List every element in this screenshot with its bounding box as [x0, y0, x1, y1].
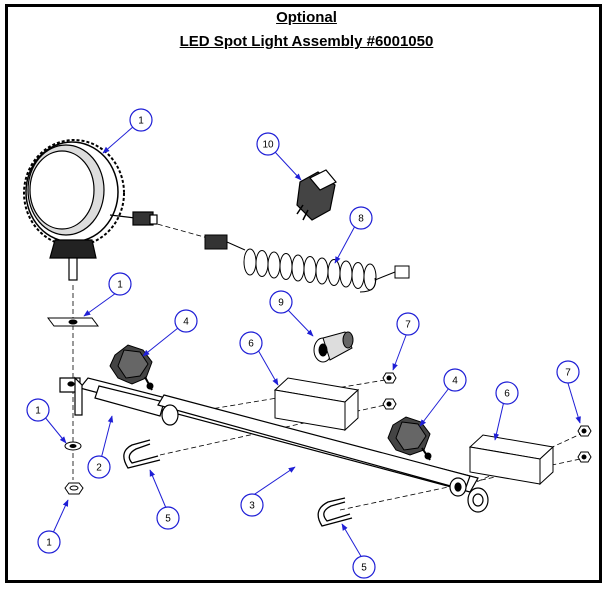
callout-number: 7: [405, 320, 411, 331]
callout-6-block-left: 6: [239, 331, 263, 355]
callout-1-nut: 1: [37, 530, 61, 554]
cord-coil: [351, 262, 365, 289]
callout-number: 5: [361, 563, 367, 574]
leader-lines: [43, 125, 581, 559]
callout-number: 7: [565, 368, 571, 379]
cord-coil: [315, 257, 329, 285]
callout-ring: [174, 309, 198, 333]
callout-7-nuts-right: 7: [556, 360, 580, 384]
cord-coil: [339, 260, 353, 288]
cord-coil: [267, 251, 281, 279]
callout-ring: [349, 206, 373, 230]
callout-number: 9: [278, 298, 284, 309]
led-spot-light: [23, 139, 158, 281]
nuts-left: [382, 372, 397, 410]
cord-coil: [243, 248, 257, 276]
rocker-switch: [296, 169, 337, 221]
callout-ring: [256, 132, 280, 156]
callout-9-gland: 9: [269, 290, 293, 314]
cord-coil: [291, 254, 305, 282]
callout-10-switch: 10: [256, 132, 280, 156]
star-knob-left: [109, 344, 154, 391]
washer: [64, 441, 82, 451]
coiled-cord: [204, 234, 410, 293]
callout-number: 1: [117, 280, 123, 291]
callout-number: 10: [262, 140, 274, 151]
u-bolt-right: [317, 497, 353, 527]
sliding-tube: [94, 385, 471, 497]
callout-ring: [556, 360, 580, 384]
u-bolt-left: [123, 439, 161, 469]
cord-coil: [255, 250, 269, 277]
callout-number: 4: [452, 376, 458, 387]
callout-ring: [108, 272, 132, 296]
callout-number: 1: [46, 538, 52, 549]
callout-8-cord: 8: [349, 206, 373, 230]
callout-number: 4: [183, 317, 189, 328]
callout-4-knob-left: 4: [174, 309, 198, 333]
callout-5-ubolt-left: 5: [156, 506, 180, 530]
callout-2-bar: 2: [87, 455, 111, 479]
callout-number: 8: [358, 214, 364, 225]
callout-1-light: 1: [129, 108, 153, 132]
nuts-right: [577, 425, 592, 463]
cable-gland: [313, 331, 354, 363]
diagram-frame: [5, 4, 602, 583]
callout-number: 1: [138, 116, 144, 127]
callout-6-block-right: 6: [495, 381, 519, 405]
callout-ring: [239, 331, 263, 355]
callout-7-nuts-left: 7: [396, 312, 420, 336]
title-optional: Optional: [276, 9, 337, 26]
callout-ring: [495, 381, 519, 405]
cord-coil: [279, 253, 293, 280]
callouts: 1 10 8 1 9 4 7 6 1 4 6 7 2 3 5 5 1: [26, 108, 580, 579]
callout-number: 1: [35, 406, 41, 417]
callout-ring: [443, 368, 467, 392]
title-assembly: LED Spot Light Assembly #6001050: [179, 33, 434, 50]
callout-ring: [396, 312, 420, 336]
callout-ring: [352, 555, 376, 579]
star-knob-right: [387, 416, 432, 461]
callout-number: 6: [504, 389, 510, 400]
callout-4-knob-right: 4: [443, 368, 467, 392]
callout-5-ubolt-right: 5: [352, 555, 376, 579]
callout-ring: [240, 493, 264, 517]
callout-3-tube: 3: [240, 493, 264, 517]
callout-number: 6: [248, 339, 254, 350]
callout-1-washer: 1: [26, 398, 50, 422]
spacer-block-left: [273, 377, 360, 432]
callout-ring: [26, 398, 50, 422]
nut: [64, 482, 84, 495]
spacer-block-right: [468, 434, 555, 486]
callout-ring: [129, 108, 153, 132]
callout-ring: [269, 290, 293, 314]
callout-1-plate: 1: [108, 272, 132, 296]
callout-ring: [87, 455, 111, 479]
cord-coil: [327, 259, 341, 286]
callout-ring: [37, 530, 61, 554]
callout-ring: [156, 506, 180, 530]
callout-number: 3: [249, 501, 255, 512]
mounting-plate: [47, 317, 99, 327]
callout-number: 2: [96, 463, 102, 474]
cord-coil: [303, 256, 317, 283]
callout-number: 5: [165, 514, 171, 525]
